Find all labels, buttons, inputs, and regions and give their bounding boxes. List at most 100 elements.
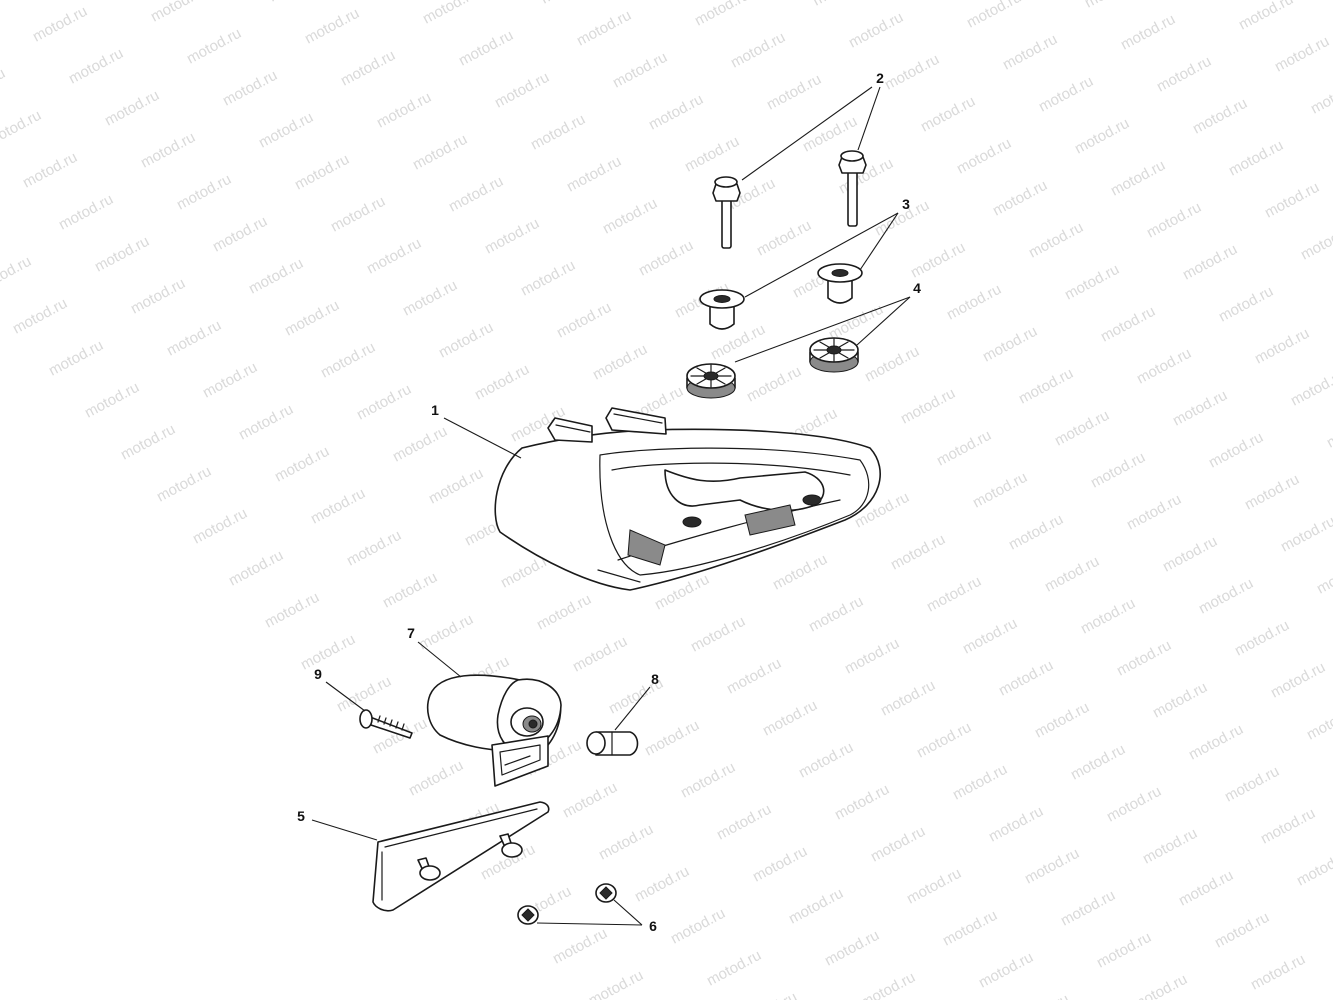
part-4-grommet-left — [686, 363, 736, 399]
watermark-text: motod.ru — [400, 277, 460, 320]
watermark-text: motod.ru — [754, 217, 814, 260]
watermark-text: motod.ru — [1216, 283, 1276, 326]
watermark-text: motod.ru — [960, 615, 1020, 658]
watermark-text: motod.ru — [534, 591, 594, 634]
watermark-text: motod.ru — [914, 719, 974, 762]
watermark-text: motod.ru — [1206, 429, 1266, 472]
watermark-text: motod.ru — [996, 657, 1056, 700]
leader-lines — [311, 86, 911, 926]
watermark-text: motod.ru — [1000, 31, 1060, 74]
watermark-text: motod.ru — [118, 421, 178, 464]
watermark-text: motod.ru — [292, 151, 352, 194]
watermark-text: motod.ru — [1288, 367, 1333, 410]
watermark-text: motod.ru — [1180, 241, 1240, 284]
callout-7: 7 — [407, 625, 415, 641]
watermark-text: motod.ru — [908, 239, 968, 282]
watermark-text: motod.ru — [298, 631, 358, 674]
watermark-text: motod.ru — [760, 697, 820, 740]
watermark-text: motod.ru — [1068, 741, 1128, 784]
watermark-text: motod.ru — [1058, 887, 1118, 930]
watermark-text: motod.ru — [482, 215, 542, 258]
watermark-text: motod.ru — [380, 569, 440, 612]
watermark-text: motod.ru — [1032, 699, 1092, 742]
watermark-text: motod.ru — [826, 301, 886, 344]
watermark-text: motod.ru — [364, 235, 424, 278]
watermark-text: motod.ru — [1262, 179, 1322, 222]
watermark-text: motod.ru — [642, 717, 702, 760]
watermark-text: motod.ru — [82, 379, 142, 422]
watermark-text: motod.ru — [1042, 553, 1102, 596]
watermark-text: motod.ru — [688, 613, 748, 656]
watermark-text: motod.ru — [862, 343, 922, 386]
watermark-text: motod.ru — [344, 527, 404, 570]
part-9-screw — [359, 709, 413, 739]
watermark-text: motod.ru — [1190, 95, 1250, 138]
watermark-text: motod.ru — [970, 469, 1030, 512]
watermark-text: motod.ru — [1082, 0, 1142, 12]
watermark-text: motod.ru — [0, 65, 8, 108]
watermark-text: motod.ru — [724, 655, 784, 698]
watermark-text: motod.ru — [1108, 157, 1168, 200]
watermark-text: motod.ru — [554, 299, 614, 342]
watermark-text: motod.ru — [1176, 867, 1236, 910]
watermark-text: motod.ru — [888, 531, 948, 574]
watermark-text: motod.ru — [190, 505, 250, 548]
watermark-text: motod.ru — [518, 257, 578, 300]
watermark-text: motod.ru — [1140, 825, 1200, 868]
part-3-sleeve-left — [699, 289, 745, 330]
watermark-text: motod.ru — [704, 947, 764, 990]
watermark-text: motod.ru — [1170, 387, 1230, 430]
watermark-text: motod.ru — [328, 193, 388, 236]
watermark-text: motod.ru — [1124, 491, 1184, 534]
watermark-text: motod.ru — [374, 89, 434, 132]
watermark-text: motod.ru — [1078, 595, 1138, 638]
watermark-text: motod.ru — [750, 843, 810, 886]
watermark-text: motod.ru — [538, 0, 598, 8]
watermark-text: motod.ru — [1072, 115, 1132, 158]
watermark-text: motod.ru — [918, 93, 978, 136]
watermark-text: motod.ru — [954, 135, 1014, 178]
part-6-nut-right — [595, 883, 617, 903]
watermark-text: motod.ru — [102, 87, 162, 130]
part-1-rear-housing — [494, 407, 881, 591]
watermark-text: motod.ru — [164, 317, 224, 360]
watermark-text: motod.ru — [256, 109, 316, 152]
watermark-text: motod.ru — [1052, 407, 1112, 450]
watermark-text: motod.ru — [220, 67, 280, 110]
callout-1: 1 — [431, 402, 439, 418]
watermark-text: motod.ru — [806, 593, 866, 636]
watermark-text: motod.ru — [1272, 33, 1332, 76]
watermark-text: motod.ru — [1088, 449, 1148, 492]
watermark-text: motod.ru — [174, 171, 234, 214]
watermark-text: motod.ru — [1026, 219, 1086, 262]
watermark-text: motod.ru — [1186, 721, 1246, 764]
watermark-text: motod.ru — [964, 0, 1024, 32]
watermark-text: motod.ru — [950, 761, 1010, 804]
watermark-text: motod.ru — [646, 91, 706, 134]
watermark-text: motod.ru — [410, 131, 470, 174]
callout-6: 6 — [649, 918, 657, 934]
watermark-text: motod.ru — [632, 863, 692, 906]
part-2-bolt-right — [838, 150, 867, 227]
watermark-text: motod.ru — [740, 989, 800, 1000]
watermark-text: motod.ru — [786, 885, 846, 928]
part-2-bolt-left — [712, 176, 741, 249]
watermark-text: motod.ru — [1222, 763, 1282, 806]
watermark-text: motod.ru — [596, 821, 656, 864]
watermark-text: motod.ru — [842, 635, 902, 678]
watermark-text: motod.ru — [0, 107, 44, 150]
watermark-text: motod.ru — [986, 803, 1046, 846]
watermark-text: motod.ru — [570, 633, 630, 676]
watermark-text: motod.ru — [10, 295, 70, 338]
watermark-text: motod.ru — [728, 29, 788, 72]
watermark-text: motod.ru — [564, 153, 624, 196]
watermark-text: motod.ru — [898, 385, 958, 428]
callout-2: 2 — [876, 70, 884, 86]
watermark-text: motod.ru — [92, 233, 152, 276]
callout-8: 8 — [651, 671, 659, 687]
watermark-text: motod.ru — [1130, 971, 1190, 1000]
watermark-text: motod.ru — [0, 0, 54, 4]
watermark-text: motod.ru — [858, 969, 918, 1000]
watermark-text: motod.ru — [904, 865, 964, 908]
